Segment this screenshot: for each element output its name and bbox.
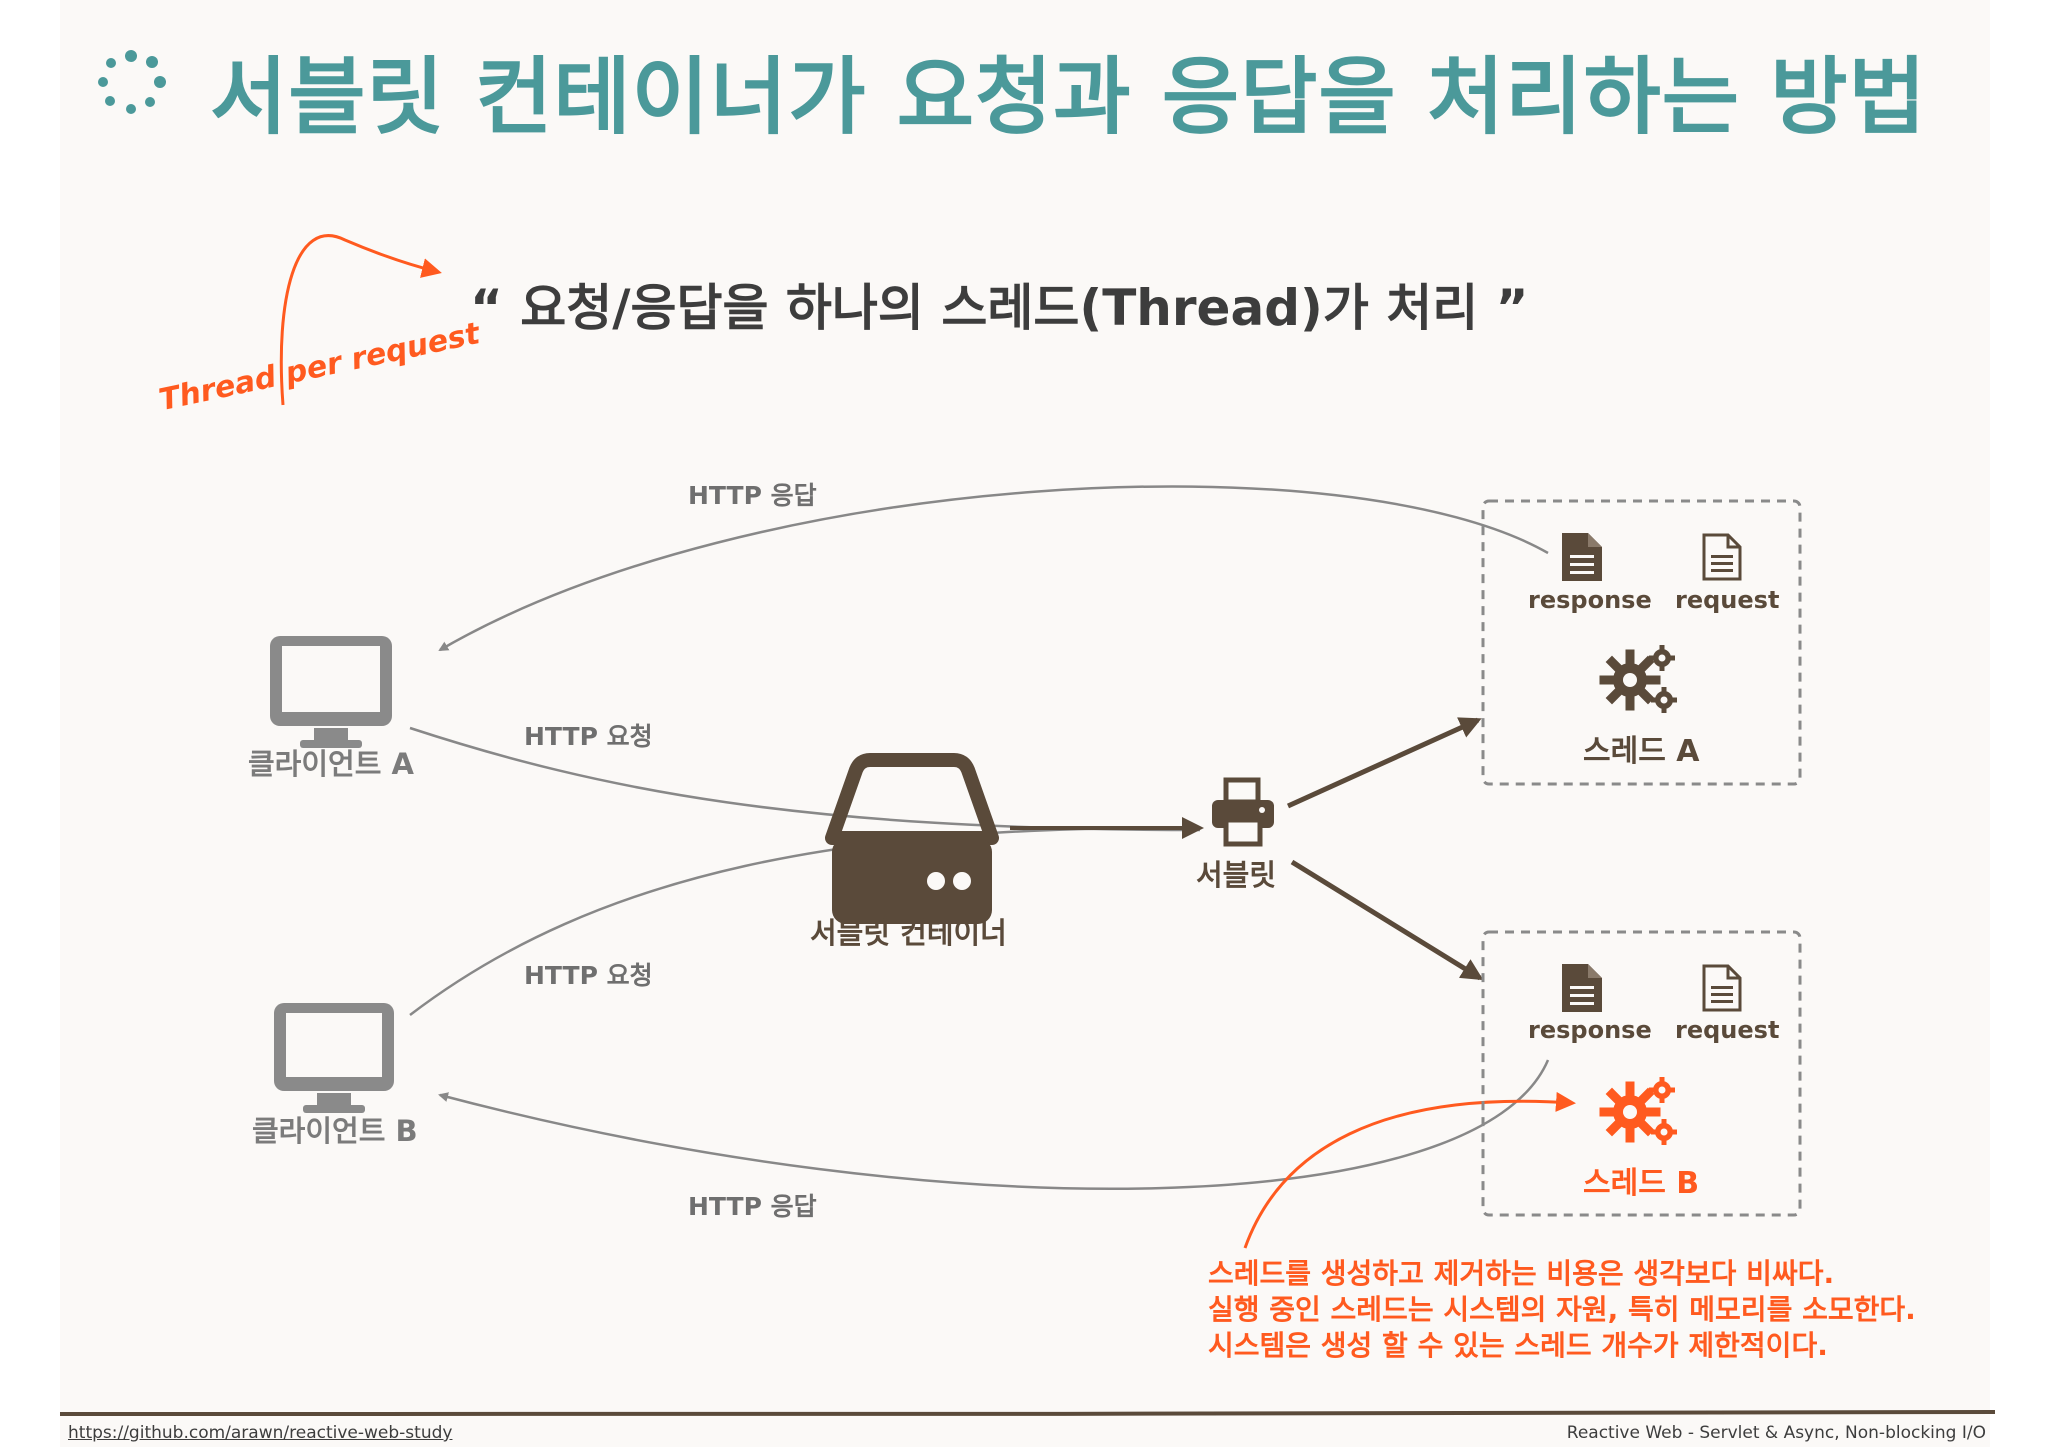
thread-a-box	[1481, 499, 1802, 786]
document-filled-icon	[1562, 964, 1602, 1012]
dots-spinner-icon	[98, 50, 166, 114]
servlet-to-thread-b-arrow	[1290, 859, 1484, 981]
document-filled-icon	[1562, 533, 1602, 581]
client-a-label: 클라이언트 A	[248, 747, 414, 781]
gears-icon	[1599, 1077, 1677, 1145]
thread-a-label: 스레드 A	[1583, 734, 1700, 769]
http-response-a-line	[438, 485, 1549, 652]
document-outline-icon	[1702, 533, 1742, 581]
note-line: 시스템은 생성 할 수 있는 스레드 개수가 제한적이다.	[1208, 1329, 1828, 1362]
document-outline-icon	[1702, 964, 1742, 1012]
printer-icon	[1212, 777, 1274, 847]
request-label: request	[1675, 1016, 1780, 1044]
http-response-label: HTTP 응답	[688, 481, 817, 510]
footer-link[interactable]: https://github.com/arawn/reactive-web-st…	[68, 1423, 453, 1443]
monitor-icon	[270, 636, 392, 748]
thread-b-label: 스레드 B	[1583, 1166, 1700, 1201]
page-title: 서블릿 컨테이너가 요청과 응답을 처리하는 방법	[210, 48, 1927, 146]
note-line: 실행 중인 스레드는 시스템의 자원, 특히 메모리를 소모한다.	[1208, 1293, 1916, 1326]
http-response-b-line	[438, 1059, 1550, 1190]
note-arrow	[1243, 1091, 1576, 1249]
response-label: response	[1528, 586, 1652, 614]
response-label: response	[1528, 1016, 1652, 1044]
server-drive-icon	[825, 753, 999, 924]
thread-per-request-arrow	[279, 234, 442, 406]
http-request-label: HTTP 요청	[524, 961, 653, 990]
request-label: request	[1675, 586, 1780, 614]
http-request-label: HTTP 요청	[524, 722, 653, 751]
thread-b-box	[1481, 930, 1802, 1217]
servlet-label: 서블릿	[1196, 858, 1277, 892]
monitor-icon	[274, 1003, 394, 1113]
footer-caption: Reactive Web - Servlet & Async, Non-bloc…	[1566, 1423, 1986, 1443]
footer-divider	[59, 1410, 1996, 1417]
thread-cost-note: 스레드를 생성하고 제거하는 비용은 생각보다 비싸다. 실행 중인 스레드는 …	[1208, 1256, 1916, 1364]
note-line: 스레드를 생성하고 제거하는 비용은 생각보다 비싸다.	[1208, 1257, 1835, 1290]
http-response-label: HTTP 응답	[688, 1192, 817, 1221]
servlet-container-label: 서블릿 컨테이너	[810, 916, 1007, 950]
quote-text: “ 요청/응답을 하나의 스레드(Thread)가 처리 ”	[470, 279, 1529, 337]
client-b-label: 클라이언트 B	[252, 1114, 418, 1148]
servlet-to-thread-a-arrow	[1286, 717, 1482, 809]
gears-icon	[1599, 645, 1677, 713]
